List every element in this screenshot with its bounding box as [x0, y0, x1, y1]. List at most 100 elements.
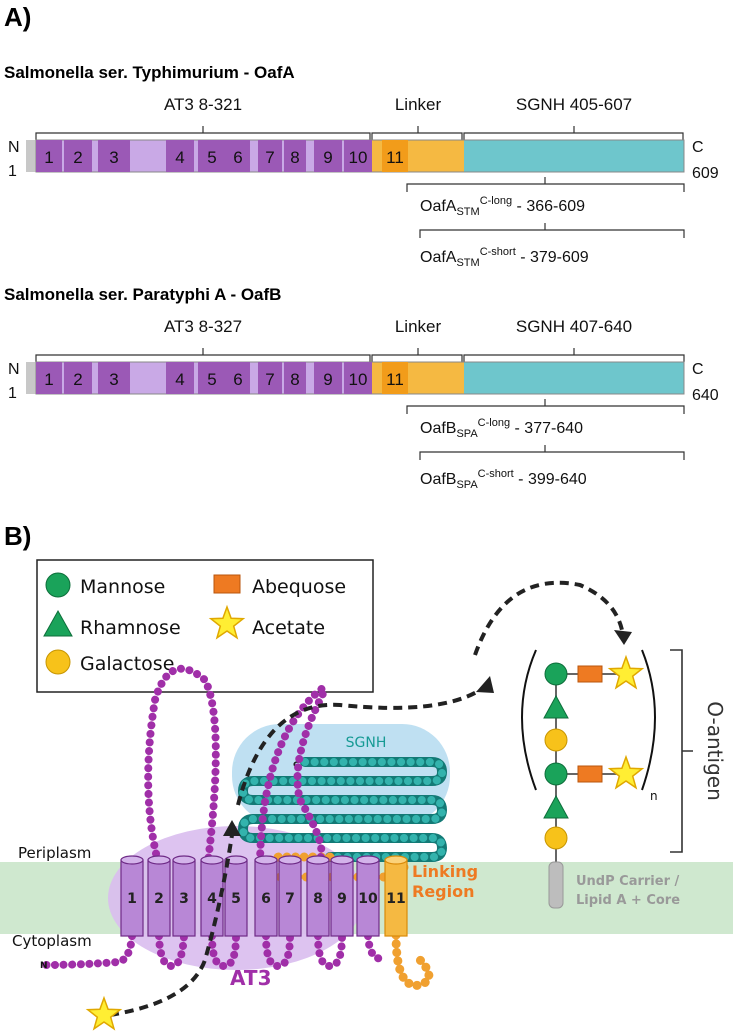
tm-segment-1	[36, 140, 62, 172]
tm-segment-9	[314, 140, 342, 172]
oafa-long-range: - 366-609	[512, 198, 585, 215]
mannose-icon	[45, 572, 71, 598]
oafa-n-number: 1	[8, 163, 17, 180]
at3-loops	[41, 664, 388, 971]
helix-label-2: 2	[154, 891, 164, 907]
oafb-short-construct: OafBSPAC-short - 399-640	[419, 445, 685, 491]
legend: Mannose Rhamnose Galactose Abequose Acet…	[36, 559, 374, 693]
rhamnose-icon	[543, 794, 569, 819]
tm-segment-1	[36, 362, 62, 394]
abequose-icon	[213, 574, 241, 594]
carrier-label-2: Lipid A + Core	[576, 893, 680, 908]
oafa-long-name: OafA	[420, 198, 457, 215]
abequose-icon	[577, 765, 603, 783]
o-antigen-label: O-antigen	[703, 701, 727, 801]
tm-segment-label-3: 3	[109, 148, 118, 167]
tm-segment-7	[258, 140, 282, 172]
tm-segment-label-7: 7	[265, 370, 274, 389]
linking-label-2: Region	[412, 882, 475, 901]
mannose-icon	[544, 662, 568, 686]
tm-segment-8	[284, 140, 306, 172]
tm-segment-4	[166, 362, 194, 394]
svg-text:OafBSPAC-short - 399-640: OafBSPAC-short - 399-640	[420, 468, 587, 491]
helix-label-11: 11	[386, 891, 405, 907]
oafa-short-sub: STM	[456, 257, 479, 269]
legend-rhamnose: Rhamnose	[80, 617, 181, 639]
tm-segment-10	[344, 362, 372, 394]
oafa-short-sup: C-short	[480, 246, 516, 258]
oafb-short-range: - 399-640	[514, 471, 587, 488]
panel-b-label: B)	[4, 521, 31, 551]
galactose-icon	[45, 649, 71, 675]
tm-segment-2	[64, 362, 92, 394]
oafb-long-name: OafB	[420, 420, 456, 437]
oafa-title: Salmonella ser. Typhimurium - OafA	[4, 63, 295, 82]
helix-top-8	[306, 855, 330, 865]
helix-top-9	[330, 855, 354, 865]
oafb-c-terminus: C	[692, 361, 704, 378]
oafa-linker-label: Linker	[395, 95, 442, 114]
tm-segment-5	[198, 362, 226, 394]
tm-segment-label-10: 10	[349, 148, 368, 167]
tm-segment-label-7: 7	[265, 148, 274, 167]
tm-segment-6	[226, 140, 250, 172]
legend-galactose: Galactose	[80, 653, 174, 675]
oafb-short-sup: C-short	[478, 468, 514, 480]
helix-label-4: 4	[207, 891, 217, 907]
tm-segment-label-11: 11	[386, 370, 404, 389]
repeat-n-label: n	[650, 789, 658, 803]
oafa-n-terminus: N	[8, 139, 20, 156]
cytoplasm-label: Cytoplasm	[12, 932, 92, 950]
oafb-c-number: 640	[692, 387, 719, 404]
acetate-transport-arrow	[109, 580, 624, 1017]
helix-top-11	[384, 855, 408, 865]
svg-text:OafASTMC-short - 379-609: OafASTMC-short - 379-609	[420, 246, 589, 269]
oafb-long-sub: SPA	[456, 428, 478, 440]
helix-label-8: 8	[313, 891, 323, 907]
oafb-long-range: - 377-640	[510, 420, 583, 437]
tm-segment-label-4: 4	[175, 148, 184, 167]
helix-top-1	[120, 855, 144, 865]
oafa-long-sup: C-long	[480, 195, 512, 207]
oafa-c-number: 609	[692, 165, 719, 182]
helix-label-3: 3	[179, 891, 189, 907]
oafb-at3-label: AT3 8-327	[164, 317, 242, 336]
n-terminus-label: N	[40, 961, 48, 971]
helix-top-3	[172, 855, 196, 865]
acetate-icon	[208, 604, 246, 640]
oafa-long-sub: STM	[456, 206, 479, 218]
legend-acetate: Acetate	[252, 617, 325, 639]
helix-top-7	[278, 855, 302, 865]
oafb-short-sub: SPA	[456, 479, 478, 491]
svg-text:OafASTMC-long - 366-609: OafASTMC-long - 366-609	[420, 195, 585, 218]
tm-segment-label-5: 5	[207, 370, 216, 389]
periplasm-label: Periplasm	[18, 844, 91, 862]
galactose-icon	[544, 728, 568, 752]
helix-label-10: 10	[358, 891, 378, 907]
helix-top-10	[356, 855, 380, 865]
legend-mannose: Mannose	[80, 576, 165, 598]
oafa-short-range: - 379-609	[516, 249, 589, 266]
oafb-linker-label: Linker	[395, 317, 442, 336]
o-antigen: n O-antigen UndP Carrier / Lipid A + Cor…	[521, 649, 727, 909]
tm-segment-label-2: 2	[73, 148, 82, 167]
galactose-icon	[544, 826, 568, 850]
tm-segment-label-6: 6	[233, 148, 242, 167]
tm-segment-label-9: 9	[323, 148, 332, 167]
helix-label-6: 6	[261, 891, 271, 907]
helix-top-4	[200, 855, 224, 865]
tm-segment-11	[382, 140, 408, 172]
tm-segment-label-8: 8	[290, 370, 299, 389]
helix-label-9: 9	[337, 891, 347, 907]
tm-segment-10	[344, 140, 372, 172]
oafa-short-construct: OafASTMC-short - 379-609	[419, 223, 685, 269]
tm-segment-11	[382, 362, 408, 394]
rhamnose-icon	[43, 609, 73, 637]
helix-label-1: 1	[127, 891, 137, 907]
oafb-long-sup: C-long	[478, 417, 510, 429]
oafa-c-terminus: C	[692, 139, 704, 156]
oafb-n-terminus: N	[8, 361, 20, 378]
oafb-short-name: OafB	[420, 471, 456, 488]
